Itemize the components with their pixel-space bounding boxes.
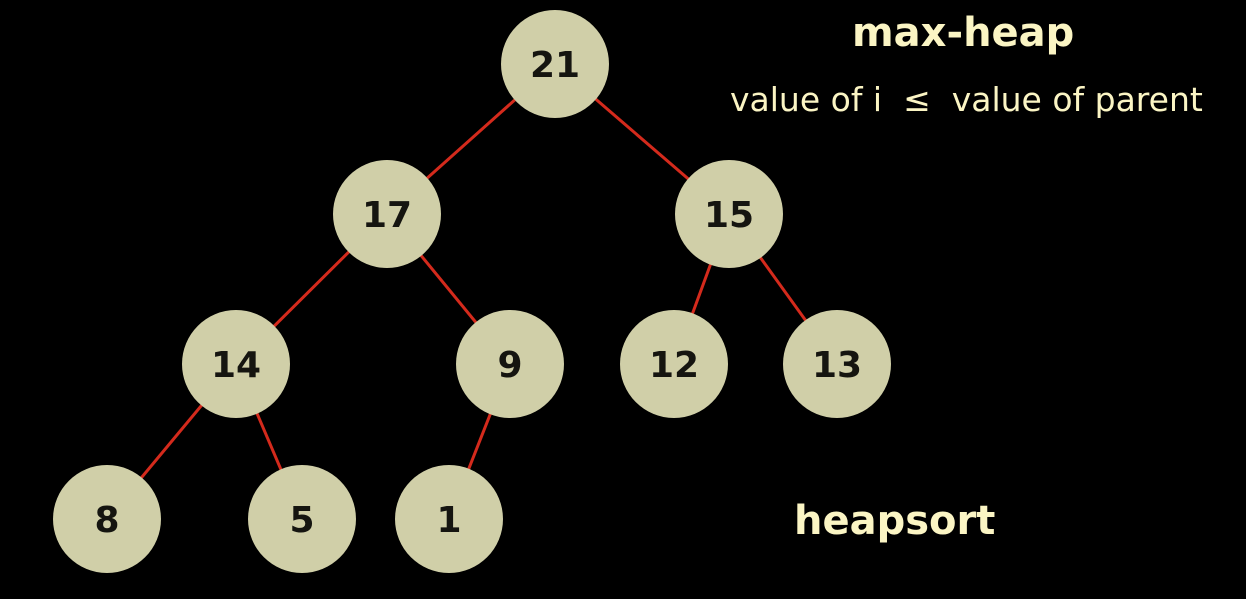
node-circle bbox=[53, 465, 161, 573]
heap-node: 12 bbox=[620, 310, 728, 418]
heap-node: 15 bbox=[675, 160, 783, 268]
node-circle bbox=[395, 465, 503, 573]
node-value: 13 bbox=[812, 345, 862, 386]
node-circle bbox=[501, 10, 609, 118]
node-value: 8 bbox=[94, 500, 119, 541]
node-value: 21 bbox=[530, 45, 580, 86]
heapsort-label: heapsort bbox=[794, 498, 996, 544]
node-circle bbox=[248, 465, 356, 573]
node-value: 15 bbox=[704, 195, 754, 236]
node-circle bbox=[182, 310, 290, 418]
heap-node: 14 bbox=[182, 310, 290, 418]
node-circle bbox=[333, 160, 441, 268]
node-value: 14 bbox=[211, 345, 261, 386]
node-circle bbox=[620, 310, 728, 418]
heap-node: 13 bbox=[783, 310, 891, 418]
node-value: 17 bbox=[362, 195, 412, 236]
heap-node: 17 bbox=[333, 160, 441, 268]
node-circle bbox=[456, 310, 564, 418]
heap-node: 5 bbox=[248, 465, 356, 573]
heap-property-text: value of i ≤ value of parent bbox=[730, 80, 1203, 119]
heap-node: 21 bbox=[501, 10, 609, 118]
node-value: 12 bbox=[649, 345, 699, 386]
heap-node: 8 bbox=[53, 465, 161, 573]
max-heap-title: max-heap bbox=[852, 10, 1075, 56]
heap-node: 1 bbox=[395, 465, 503, 573]
node-circle bbox=[675, 160, 783, 268]
node-value: 5 bbox=[289, 500, 314, 541]
node-value: 1 bbox=[436, 500, 461, 541]
node-circle bbox=[783, 310, 891, 418]
node-value: 9 bbox=[497, 345, 522, 386]
heap-node: 9 bbox=[456, 310, 564, 418]
